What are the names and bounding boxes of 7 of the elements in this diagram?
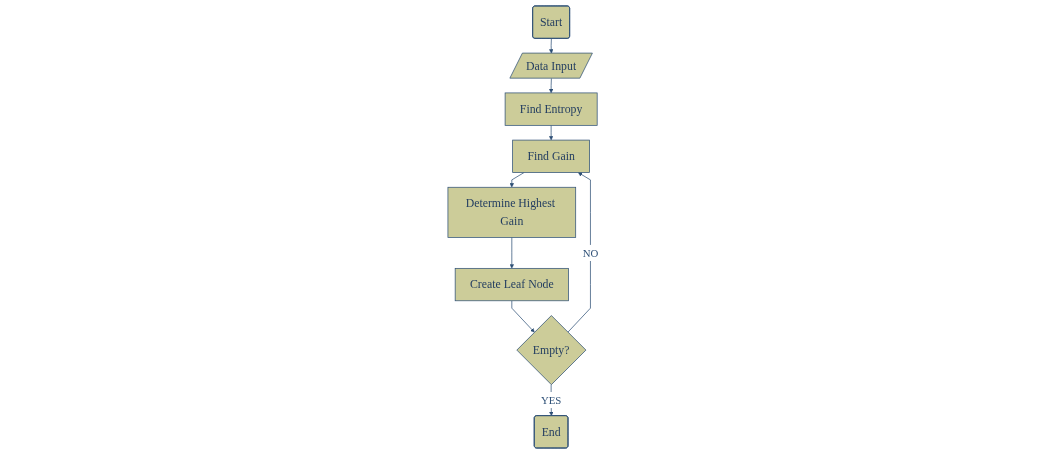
node-box: Determine Highest Gain [447,186,576,238]
edge-label: NO [582,246,599,260]
edge-label: YES [540,394,562,407]
node-box: Create Leaf Node [454,268,569,302]
node-box: Find Entropy [504,92,598,126]
node-box: Find Gain [512,139,590,173]
node-diamond: Empty? [516,315,587,386]
